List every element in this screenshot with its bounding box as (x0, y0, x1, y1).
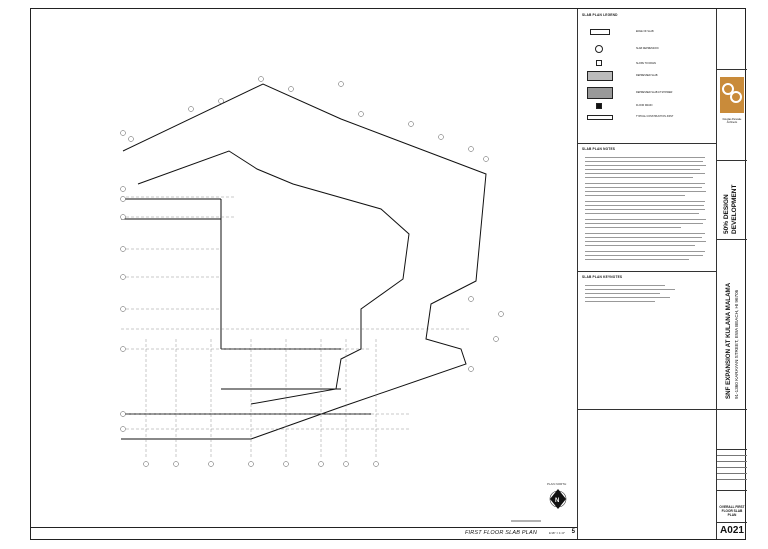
legend-item: TYPICAL CONSTRUCTION JOINT (636, 115, 674, 118)
building-outline (121, 83, 487, 440)
design-phase: 50% DESIGN DEVELOPMENT (723, 184, 738, 234)
legend-symbol (587, 71, 613, 81)
project-box: SNF EXPANSION AT KULANA MALAMA 91-1360 K… (717, 239, 747, 410)
legend-item: SLOPE TO DRAIN (636, 62, 656, 65)
legend-item: FLOOR DRAIN (636, 104, 653, 107)
sheet-number: A021 (717, 522, 747, 539)
firm-logo-icon (720, 77, 744, 113)
north-label: PLAN NORTH (547, 482, 566, 486)
legend-symbol (587, 115, 613, 120)
drawing-title-bar: FIRST FLOOR SLAB PLAN 1/16" = 1'-0" 5 (31, 527, 577, 539)
legend-item: DEPRESSED SLAB AT SHOWER (636, 91, 673, 94)
drawing-sheet: N PLAN NORTH FIRST FLOOR SLAB PLAN 1/16"… (30, 8, 747, 540)
legend-title: SLAB PLAN LEGEND (582, 13, 618, 17)
drawing-title: FIRST FLOOR SLAB PLAN (464, 530, 537, 536)
legend-item: SLAB DEPRESSION (636, 47, 659, 50)
grid-lines (121, 196, 471, 459)
keynotes-title: SLAB PLAN KEYNOTES (582, 275, 623, 279)
project-name: SNF EXPANSION AT KULANA MALAMA (725, 282, 732, 399)
north-arrow: N PLAN NORTH (547, 482, 567, 509)
phase-box: 50% DESIGN DEVELOPMENT (717, 159, 747, 240)
floor-plan-drawing: N PLAN NORTH (31, 9, 577, 529)
legend-symbol (587, 87, 613, 99)
revision-table (717, 449, 747, 491)
drawing-scale: 1/16" = 1'-0" (548, 531, 565, 535)
slab-plan-graphic: N PLAN NORTH (120, 76, 567, 522)
section-divider (578, 271, 716, 272)
notes-column: SLAB PLAN LEGEND EDGE OF SLAB SLAB DEPRE… (578, 9, 716, 539)
project-address: 91-1360 KARAYAN STREET, EWA BEACH, HI 96… (734, 289, 739, 399)
legend-symbol (596, 60, 602, 66)
column-divider (577, 9, 578, 539)
svg-text:N: N (555, 498, 559, 504)
section-divider (578, 409, 716, 410)
title-block: Douglas Pancake Architects 50% DESIGN DE… (716, 9, 747, 539)
legend-symbol (590, 29, 610, 35)
legend-symbol (595, 45, 603, 53)
legend-item: EDGE OF SLAB (636, 30, 654, 33)
drawing-number: 5 (571, 529, 575, 535)
legend-item: DEPRESSED SLAB (636, 74, 658, 77)
firm-name: Douglas Pancake Architects (722, 118, 742, 124)
grid-bubbles (120, 76, 504, 467)
legend-symbol (596, 103, 602, 109)
notes-title: SLAB PLAN NOTES (582, 147, 616, 151)
firm-logo-box: Douglas Pancake Architects (717, 69, 747, 161)
sheet-title: OVERALL FIRST FLOOR SLAB PLAN (719, 505, 745, 517)
section-divider (578, 143, 716, 144)
